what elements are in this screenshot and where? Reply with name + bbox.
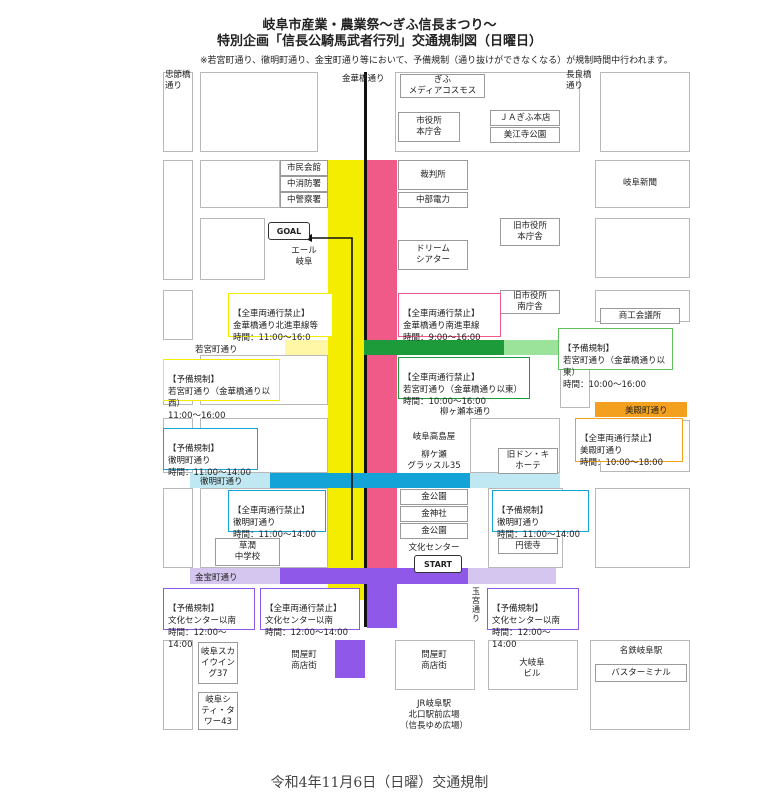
- landmark-shimin-kaikan: 市民会館: [280, 160, 328, 176]
- road-tamamiya: 玉 宮 通 り: [472, 587, 480, 623]
- map-title: 岐阜市産業・農業祭～ぎふ信長まつり～: [262, 18, 497, 33]
- regulation-box: 【予備規制】文化センター以南時間：12:00～14:00: [487, 588, 579, 650]
- city-block: [163, 72, 193, 152]
- kinpo-preliminary-east: [468, 568, 556, 584]
- regulation-box: 【全車両通行禁止】徹明町通り時間：11:00～14:00: [228, 490, 326, 540]
- landmark-eeru-gifu: エール 岐阜: [291, 246, 317, 267]
- landmark-gifu-shinbun: 岐阜新聞: [600, 172, 680, 194]
- landmark-bunka-center: 文化センター: [400, 540, 468, 556]
- landmark-bus-terminal: バスターミナル: [595, 664, 687, 682]
- landmark-court: 裁判所: [398, 160, 468, 190]
- landmark-takashimaya: 岐阜高島屋: [398, 428, 470, 446]
- regulation-box: 【予備規制】若宮町通り（金華橋通り以西）11:00～16:00: [163, 359, 280, 421]
- kinkabashi-northbound-closure: [328, 160, 364, 600]
- south-closure: [367, 584, 397, 628]
- tetsumei-preliminary-east: [470, 473, 560, 488]
- goal-marker: GOAL: [268, 222, 310, 240]
- city-block: [200, 72, 318, 152]
- city-block: [163, 290, 193, 340]
- mieicho-closure: [595, 402, 687, 417]
- landmark-chamber-of-commerce: 商工会議所: [600, 308, 680, 324]
- landmark-don-quijote: 旧ドン・キ ホーテ: [498, 448, 558, 474]
- city-block: [163, 488, 193, 568]
- landmark-old-city-hall-south: 旧市役所 南庁舎: [500, 290, 560, 314]
- kinkabashi-southbound-closure: [367, 160, 397, 628]
- landmark-sky-wing: 岐阜スカ イウイン グ37: [198, 642, 238, 684]
- landmark-jr-station: JR岐阜駅 北口駅前広場 （信長ゆめ広場）: [398, 698, 470, 732]
- kinpo-preliminary-west: [190, 568, 280, 584]
- landmark-city-hall: 市役所 本庁舎: [398, 112, 460, 142]
- regulation-box: 【予備規制】徹明町通り時間：11:00～14:00: [163, 428, 258, 478]
- wakamiya-east-closure: [364, 340, 504, 355]
- wakamiya-east-preliminary: [504, 340, 560, 355]
- toiyamachi-closure: [335, 640, 365, 678]
- road-tadasebashi: 忠節橋 通り: [165, 70, 191, 91]
- landmark-ja-gifu: ＪＡぎふ本店: [490, 110, 560, 126]
- city-block: [200, 160, 280, 208]
- city-block: [595, 218, 690, 278]
- start-marker: START: [414, 555, 462, 573]
- landmark-kin-jinja: 金神社: [400, 506, 468, 522]
- road-mieicho: 美殿町通り: [625, 406, 668, 416]
- landmark-chubu-police: 中警察署: [280, 192, 328, 208]
- tetsumei-closure: [270, 473, 470, 488]
- landmark-dream-theater: ドリーム シアター: [398, 240, 468, 270]
- landmark-old-city-hall-main: 旧市役所 本庁舎: [500, 218, 560, 246]
- road-tetsumei: 徹明町通り: [200, 477, 243, 487]
- landmark-ogifu-building: 大岐阜 ビル: [492, 655, 572, 683]
- landmark-soran-jhs: 草潤 中学校: [215, 538, 280, 566]
- map-caption: 令和4年11月6日（日曜）交通規制: [270, 775, 489, 791]
- road-kinkabashi: 金華橋通り: [342, 74, 385, 84]
- landmark-toiyamachi-west: 問屋町 商店街: [291, 650, 317, 671]
- landmark-glasstle: 柳ケ瀬 グラッスル35: [398, 449, 470, 473]
- regulation-box: 【全車両通行禁止】金華橋通り北進車線等時間：11:00～16:0: [228, 293, 333, 343]
- landmark-kin-koen-2: 金公園: [400, 523, 468, 539]
- city-block: [600, 72, 690, 152]
- regulation-box: 【全車両通行禁止】文化センター以南時間：12:00～14:00: [260, 588, 360, 638]
- landmark-toiyamachi-east: 問屋町 商店街: [398, 648, 470, 674]
- regulation-box: 【予備規制】若宮町通り（金華橋通り以東）時間：10:00～16:00: [558, 328, 673, 390]
- landmark-chubu-electric: 中部電力: [398, 192, 468, 208]
- road-wakamiya: 若宮町通り: [195, 345, 238, 355]
- city-block: [163, 160, 193, 280]
- landmark-mieiji-park: 美江寺公園: [490, 127, 560, 143]
- landmark-city-tower: 岐阜シ ティ・タ ワー43: [198, 692, 238, 730]
- landmark-kin-koen: 金公園: [400, 489, 468, 505]
- regulation-box: 【全車両通行禁止】美殿町通り時間：10:00～18:00: [575, 418, 683, 468]
- landmark-media-cosmos: ぎふ メディアコスモス: [400, 74, 485, 98]
- regulation-box: 【予備規制】文化センター以南時間：12:00～14:00: [163, 588, 255, 650]
- preliminary-regulation-note: ※若宮町通り、徹明町通り、金宝町通り等において、予備規制（通り抜けができなくなる…: [200, 56, 673, 66]
- landmark-meitetsu-station: 名鉄岐阜駅: [595, 642, 687, 660]
- regulation-box: 【全車両通行禁止】金華橋通り南進車線時間：9:00～16:00: [398, 293, 501, 343]
- regulation-box: 【予備規制】徹明町通り時間：11:00～14:00: [492, 490, 589, 540]
- road-nagarabashi: 長良橋 通り: [566, 70, 592, 91]
- landmark-chusho-fire: 中消防署: [280, 176, 328, 192]
- city-block: [595, 488, 690, 568]
- city-block: [200, 218, 265, 280]
- landmark-entokuji: 円徳寺: [498, 538, 558, 554]
- city-block: [163, 640, 193, 730]
- road-kinpo: 金宝町通り: [195, 573, 238, 583]
- map-subtitle: 特別企画「信長公騎馬武者行列」交通規制図（日曜日）: [216, 34, 542, 49]
- road-yanagase: 柳ヶ瀬本通り: [440, 407, 492, 417]
- regulation-box: 【全車両通行禁止】若宮町通り（金華橋通り以東）時間：10:00～16:00: [398, 357, 530, 407]
